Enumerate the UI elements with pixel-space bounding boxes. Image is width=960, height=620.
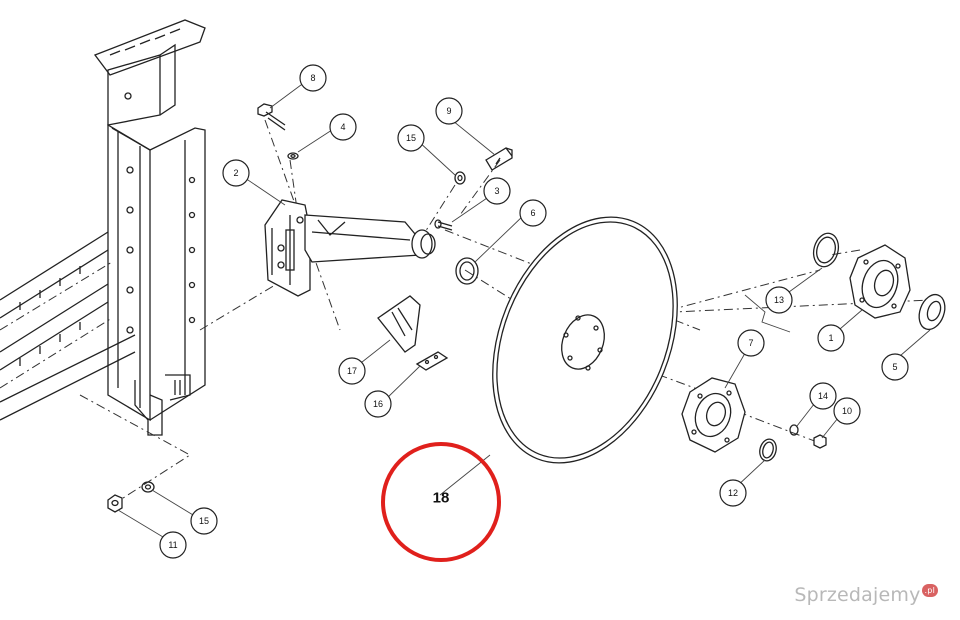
callout-7-label: 7 xyxy=(748,338,753,348)
callout-9: 9 xyxy=(435,97,463,125)
callout-2: 2 xyxy=(222,159,250,187)
washer-part-15-upper xyxy=(454,171,466,185)
callout-11: 11 xyxy=(159,531,187,559)
callout-17-label: 17 xyxy=(347,366,357,376)
washer-part-14 xyxy=(789,424,799,436)
highlight-label: 18 xyxy=(433,490,450,507)
callout-2-label: 2 xyxy=(233,168,238,178)
nut-part-4 xyxy=(287,152,299,160)
callout-10-label: 10 xyxy=(842,406,852,416)
highlight-callout-18: 18 xyxy=(381,442,501,562)
callout-10: 10 xyxy=(833,397,861,425)
bearing-part-5 xyxy=(918,293,946,331)
frame-beam xyxy=(0,19,206,436)
watermark-text: Sprzedajemy xyxy=(794,584,921,606)
nut-part-10 xyxy=(813,434,827,449)
callout-14-label: 14 xyxy=(818,391,828,401)
watermark-suffix: .pl xyxy=(921,584,938,597)
callout-12-label: 12 xyxy=(728,488,738,498)
callout-13-label: 13 xyxy=(774,295,784,305)
callout-12: 12 xyxy=(719,479,747,507)
seal-ring-part-12 xyxy=(759,438,777,462)
callout-15-lower: 15 xyxy=(190,507,218,535)
frame-holes xyxy=(126,166,196,334)
washer-part-15-lower xyxy=(141,481,155,493)
watermark: Sprzedajemy.pl xyxy=(794,584,938,606)
callout-5-label: 5 xyxy=(892,362,897,372)
disc-part-18 xyxy=(492,216,678,464)
callout-11-label: 11 xyxy=(168,540,177,550)
callout-17: 17 xyxy=(338,357,366,385)
callout-6: 6 xyxy=(519,199,547,227)
group-bracket xyxy=(744,294,791,333)
callout-16: 16 xyxy=(364,390,392,418)
callout-9-label: 9 xyxy=(446,106,451,116)
callout-5: 5 xyxy=(881,353,909,381)
nut-part-11 xyxy=(107,494,123,513)
callout-3-label: 3 xyxy=(494,186,499,196)
pin-part-3 xyxy=(434,219,453,231)
callout-4-label: 4 xyxy=(340,122,345,132)
bracket-arm-part-2 xyxy=(264,199,436,297)
callout-15-upper: 15 xyxy=(397,124,425,152)
callout-13: 13 xyxy=(765,286,793,314)
callout-7: 7 xyxy=(737,329,765,357)
callout-8-label: 8 xyxy=(310,73,315,83)
ring-part-6 xyxy=(455,257,479,285)
hub-part-7 xyxy=(681,377,746,453)
callout-1-label: 1 xyxy=(828,333,833,343)
callout-6-label: 6 xyxy=(530,208,535,218)
callout-4: 4 xyxy=(329,113,357,141)
callout-8: 8 xyxy=(299,64,327,92)
callout-14: 14 xyxy=(809,382,837,410)
disc-bolt-holes xyxy=(563,315,603,371)
highlight-ring xyxy=(381,442,501,562)
snap-ring-part-13 xyxy=(812,232,840,268)
callout-15-upper-label: 15 xyxy=(406,133,416,143)
plate-part-16 xyxy=(415,351,449,371)
hub-part-1 xyxy=(849,244,911,319)
bolt-part-8 xyxy=(257,103,286,131)
callout-16-label: 16 xyxy=(373,399,383,409)
scraper-part-17 xyxy=(377,295,421,353)
bolt-part-9 xyxy=(485,147,513,171)
callout-15-lower-label: 15 xyxy=(199,516,209,526)
callout-3: 3 xyxy=(483,177,511,205)
callout-1: 1 xyxy=(817,324,845,352)
